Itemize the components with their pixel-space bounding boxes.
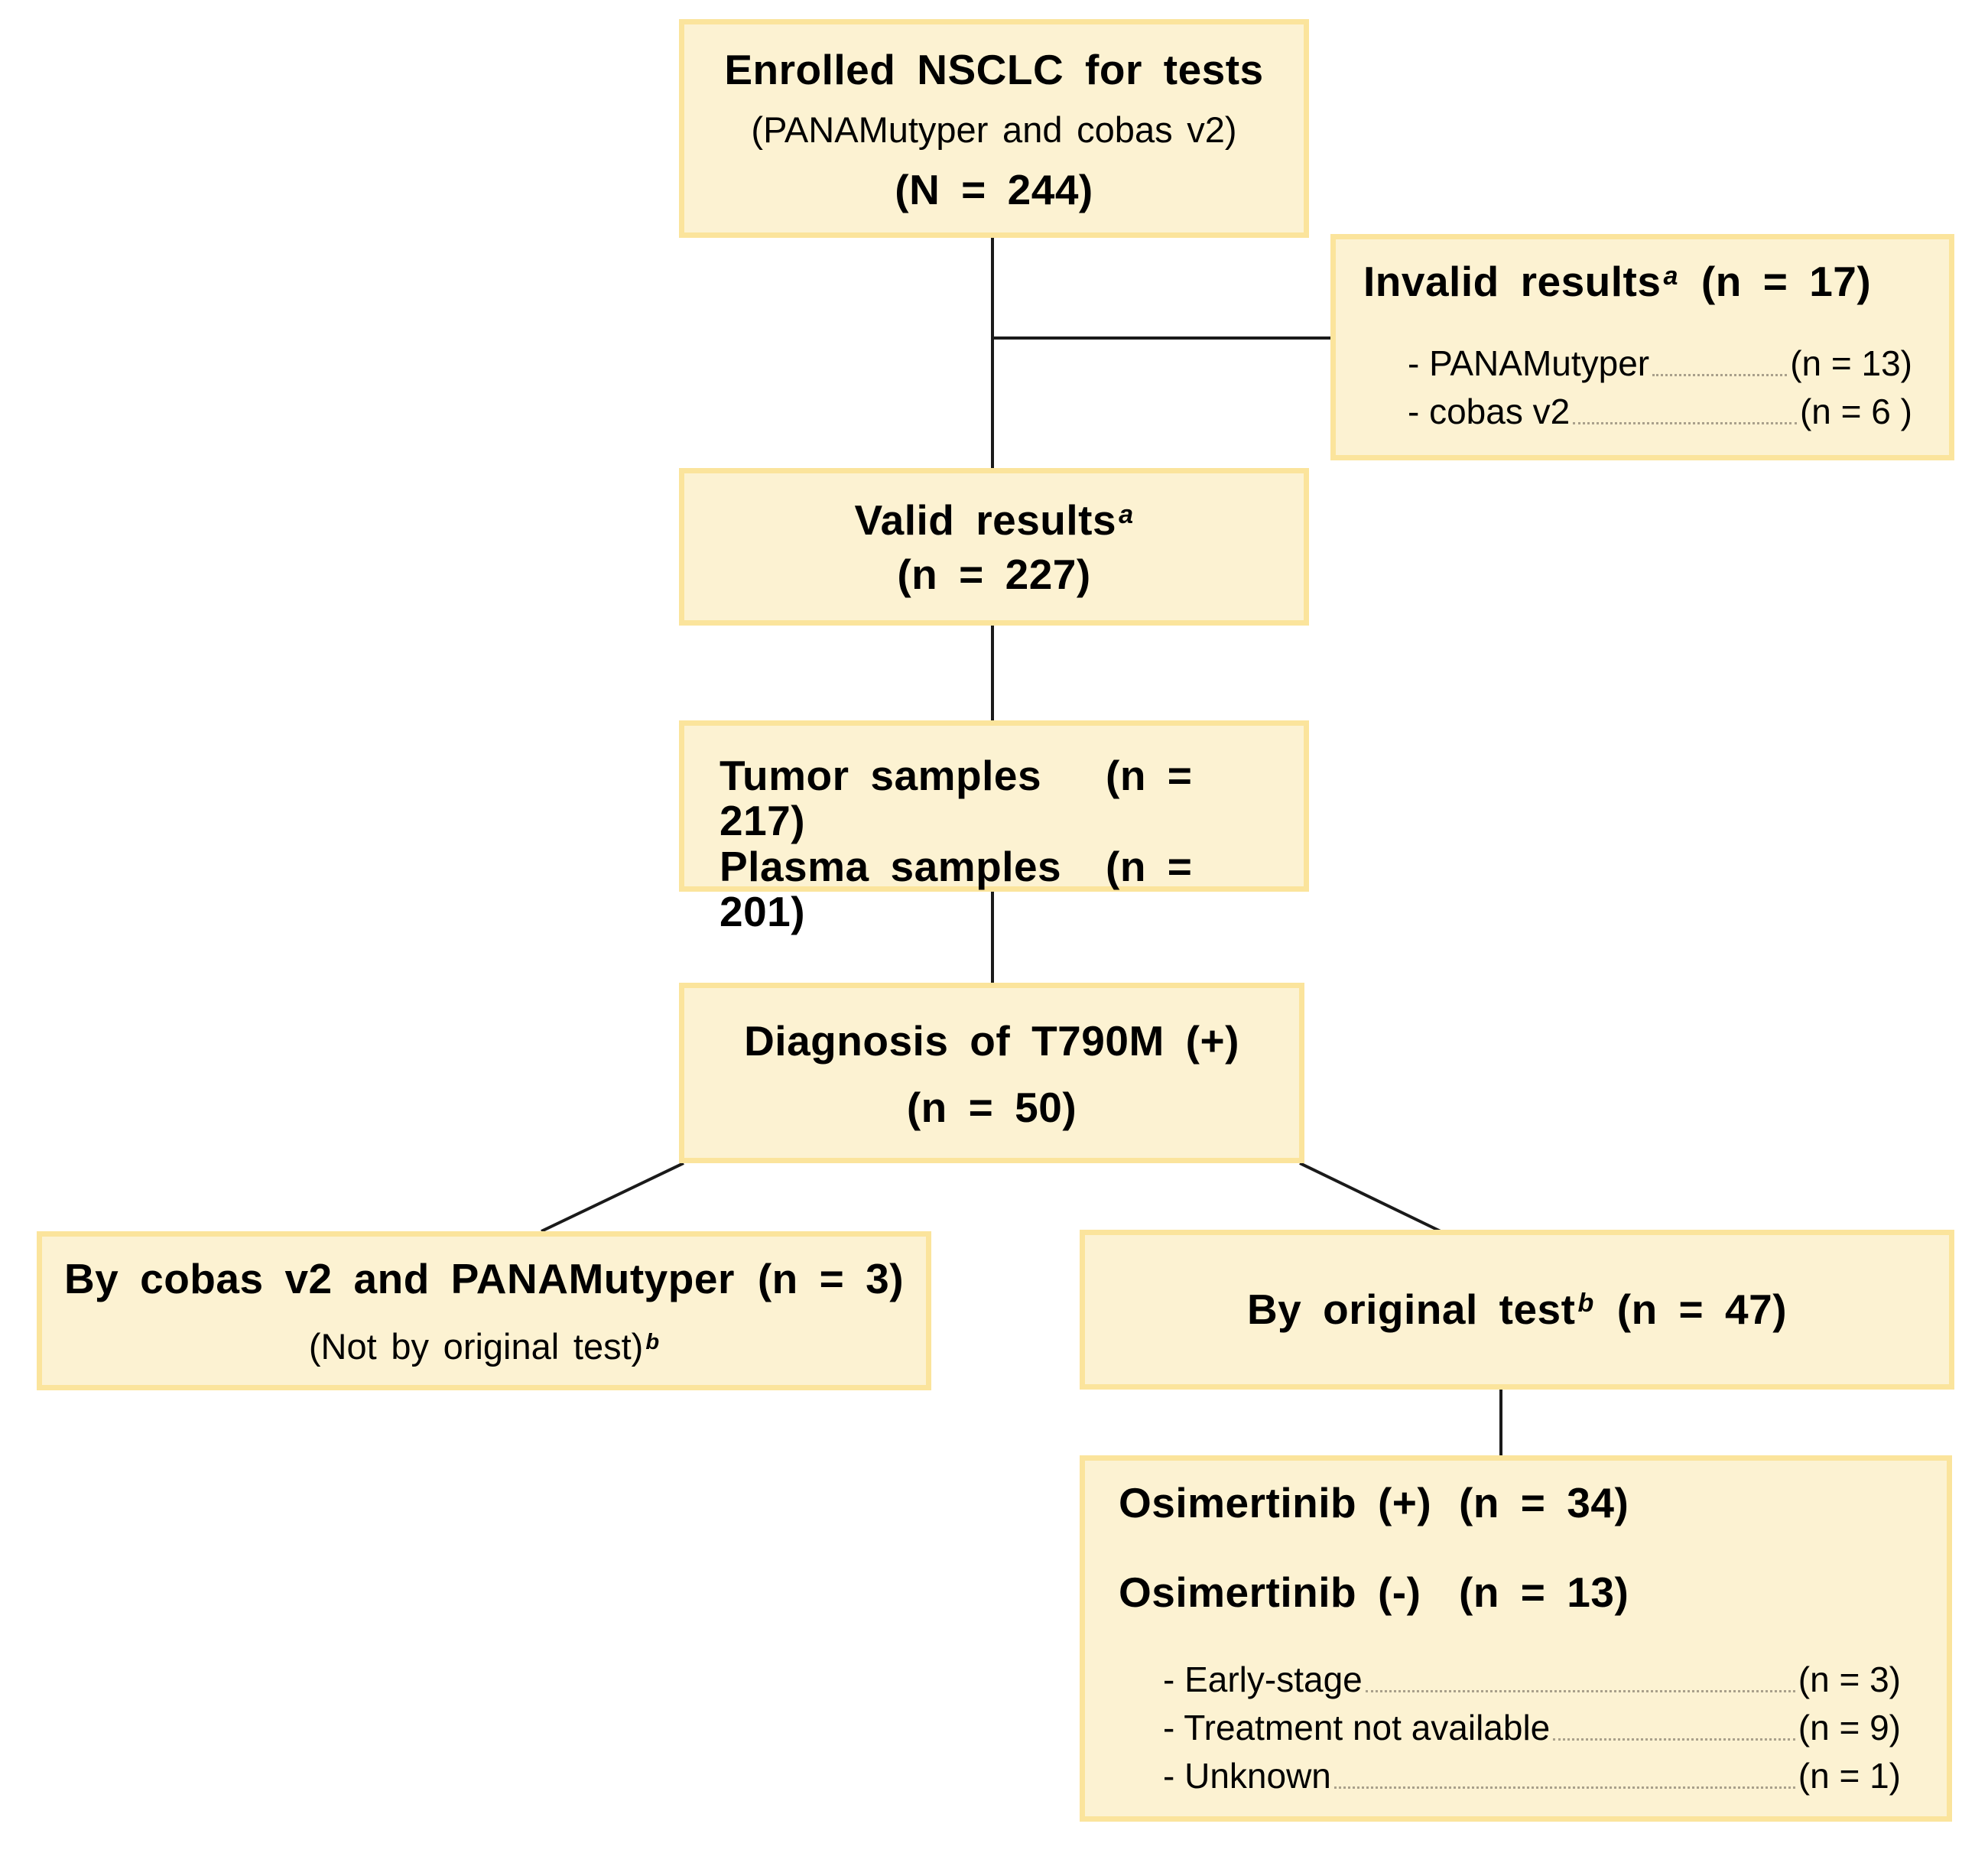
- osi-item-label: - Unknown: [1163, 1756, 1331, 1796]
- byboth-title: By cobas v2 and PANAMutyper: [63, 1255, 735, 1302]
- invalid-title: Invalid results: [1363, 258, 1662, 305]
- samples-label: Tumor samples: [720, 752, 1042, 799]
- byboth-note-line: (Not by original test)b: [54, 1327, 914, 1367]
- box-invalid-results: Invalid resultsa (n = 17) - PANAMutyper (…: [1330, 234, 1954, 460]
- osimertinib-positive-label: Osimertinib (+): [1119, 1479, 1432, 1526]
- osimertinib-negative-label: Osimertinib (-): [1119, 1569, 1421, 1617]
- osimertinib-negative-count: (n = 13): [1459, 1569, 1629, 1617]
- invalid-item-label: - cobas v2: [1408, 392, 1571, 432]
- invalid-title-line: Invalid resultsa (n = 17): [1363, 258, 1912, 305]
- box-valid-results: Valid resultsa (n = 227): [679, 468, 1309, 626]
- samples-row-tumor: Tumor samples(n = 217): [720, 753, 1288, 844]
- samples-count: (n = 201): [720, 842, 1193, 936]
- footnote-b-sup: b: [1577, 1289, 1594, 1318]
- osimertinib-items: - Early-stage (n = 3) - Treatment not av…: [1119, 1660, 1901, 1796]
- osi-item-early-stage: - Early-stage (n = 3): [1119, 1660, 1901, 1700]
- connector-diagnosis-to-byboth: [541, 1162, 684, 1233]
- valid-count: (n = 227): [897, 550, 1091, 598]
- samples-label: Plasma samples: [720, 842, 1062, 890]
- byboth-title-line: By cobas v2 and PANAMutyper (n = 3): [54, 1256, 914, 1302]
- osimertinib-positive-line: Osimertinib (+) (n = 34): [1119, 1479, 1901, 1526]
- osi-item-label: - Treatment not available: [1163, 1708, 1551, 1748]
- byboth-count: (n = 3): [757, 1255, 905, 1302]
- invalid-item-label: - PANAMutyper: [1408, 343, 1650, 384]
- enrolled-count: (N = 244): [895, 165, 1093, 213]
- box-diagnosis-t790m: Diagnosis of T790M (+) (n = 50): [679, 983, 1304, 1163]
- samples-row-plasma: Plasma samples(n = 201): [720, 844, 1288, 935]
- dotted-leader: [1652, 374, 1788, 377]
- osi-item-count: (n = 9): [1798, 1708, 1901, 1748]
- byoriginal-count: (n = 47): [1616, 1285, 1788, 1333]
- box-by-cobas-and-panamutyper: By cobas v2 and PANAMutyper (n = 3) (Not …: [37, 1231, 931, 1390]
- box-samples: Tumor samples(n = 217) Plasma samples(n …: [679, 720, 1309, 935]
- invalid-count: (n = 17): [1701, 258, 1872, 305]
- invalid-item-cobas: - cobas v2 (n = 6 ): [1363, 392, 1912, 432]
- diagnosis-count: (n = 50): [906, 1083, 1077, 1131]
- osi-item-unknown: - Unknown (n = 1): [1119, 1756, 1901, 1796]
- connector-diagnosis-to-byoriginal: [1299, 1162, 1441, 1233]
- samples-count: (n = 217): [720, 752, 1193, 845]
- dotted-leader: [1365, 1690, 1795, 1693]
- box-enrolled-nsclc: Enrolled NSCLC for tests (PANAMutyper an…: [679, 19, 1309, 238]
- dotted-leader: [1333, 1786, 1795, 1789]
- invalid-item-panamutyper: - PANAMutyper (n = 13): [1363, 343, 1912, 384]
- dotted-leader: [1573, 422, 1797, 424]
- osi-item-count: (n = 3): [1798, 1660, 1901, 1700]
- diagnosis-title: Diagnosis of T790M (+): [744, 1017, 1239, 1065]
- osi-item-count: (n = 1): [1798, 1756, 1901, 1796]
- invalid-item-count: (n = 13): [1790, 343, 1912, 384]
- osimertinib-positive-count: (n = 34): [1459, 1479, 1629, 1526]
- osimertinib-negative-line: Osimertinib (-) (n = 13): [1119, 1569, 1901, 1617]
- footnote-a-sup: a: [1119, 499, 1134, 529]
- invalid-item-count: (n = 6 ): [1799, 392, 1912, 432]
- osi-item-label: - Early-stage: [1163, 1660, 1363, 1700]
- enrolled-title: Enrolled NSCLC for tests: [724, 46, 1264, 93]
- valid-title-line: Valid resultsa: [700, 496, 1288, 544]
- osi-item-treatment: - Treatment not available (n = 9): [1119, 1708, 1901, 1748]
- box-by-original-test: By original testb (n = 47): [1080, 1230, 1954, 1390]
- invalid-items: - PANAMutyper (n = 13) - cobas v2 (n = 6…: [1363, 343, 1912, 432]
- byoriginal-title: By original test: [1246, 1285, 1576, 1333]
- valid-title: Valid results: [854, 496, 1117, 544]
- footnote-a-sup: a: [1663, 261, 1678, 291]
- byboth-note: (Not by original test): [308, 1326, 644, 1367]
- dotted-leader: [1553, 1738, 1795, 1741]
- byoriginal-title-line: By original testb (n = 47): [1100, 1285, 1934, 1333]
- footnote-b-sup: b: [645, 1330, 660, 1355]
- enrolled-subtitle: (PANAMutyper and cobas v2): [751, 109, 1237, 151]
- box-osimertinib: Osimertinib (+) (n = 34) Osimertinib (-) (…: [1080, 1455, 1952, 1822]
